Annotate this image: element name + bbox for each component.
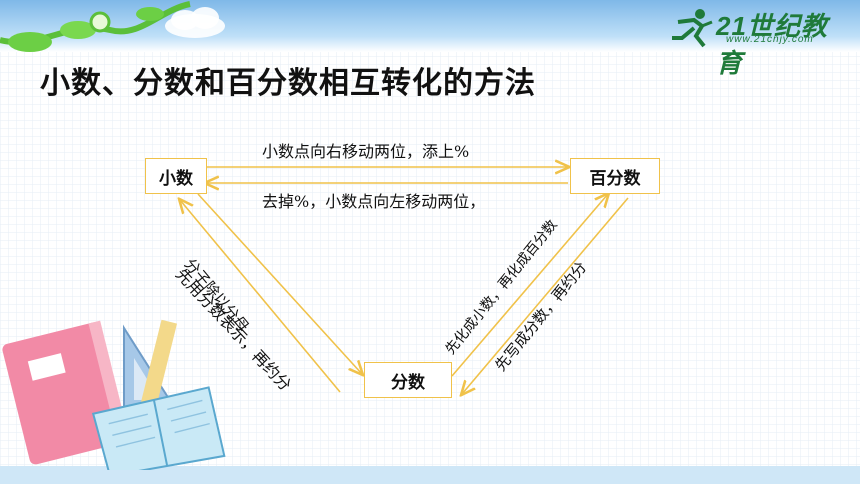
cloud-icon — [165, 7, 225, 38]
arrow-fraction-to-percent — [451, 194, 608, 377]
arrow-percent-to-fraction — [462, 197, 629, 394]
node-percent: 百分数 — [570, 158, 660, 194]
logo-url: www.21cnjy.com — [726, 34, 814, 45]
logo-text: 21世纪教育 — [716, 11, 828, 78]
node-fraction: 分数 — [364, 362, 452, 398]
page-title: 小数、分数和百分数相互转化的方法 — [40, 66, 536, 101]
arrow-decimal-to-fraction — [197, 193, 362, 374]
site-logo: 21世纪教育 www.21cnjy.com — [668, 6, 848, 78]
arrow-fraction-to-decimal — [180, 200, 341, 393]
running-figure-logo-icon — [672, 9, 713, 48]
label-percent-to-decimal: 去掉%，小数点向左移动两位， — [262, 192, 486, 211]
label-decimal-to-percent: 小数点向右移动两位，添上% — [262, 142, 470, 161]
vine-decoration-icon — [0, 1, 191, 52]
node-decimal: 小数 — [145, 158, 207, 194]
book-icon — [2, 319, 226, 470]
